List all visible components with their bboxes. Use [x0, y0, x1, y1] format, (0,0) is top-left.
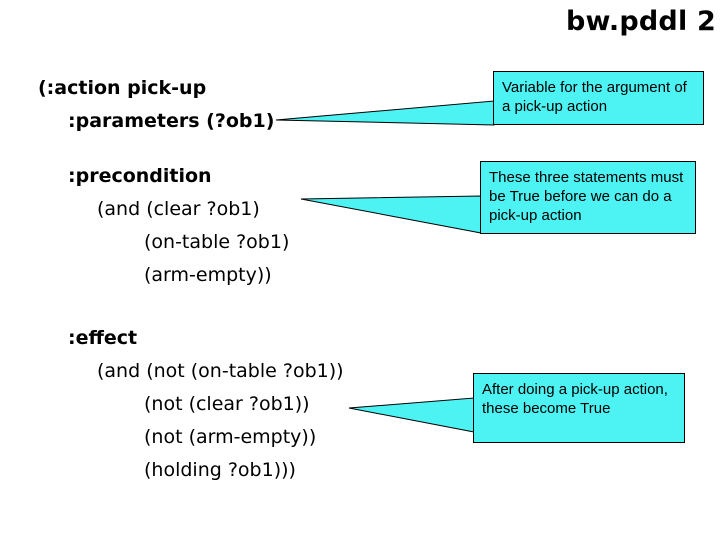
callout-precondition: These three statements must be True befo…	[480, 161, 696, 234]
code-line-precondition-on-table: (on-table ?ob1)	[144, 231, 290, 253]
callout-precondition-text: These three statements must be True befo…	[489, 169, 684, 224]
code-line-precondition: :precondition	[68, 165, 212, 187]
callout-effect: After doing a pick-up action, these beco…	[473, 373, 685, 443]
callout-effect-text: After doing a pick-up action, these beco…	[482, 381, 668, 417]
code-line-effect-not-arm-empty: (not (arm-empty))	[144, 426, 317, 448]
code-line-effect: :effect	[68, 327, 138, 349]
page-title: bw.pddl 2	[565, 6, 716, 37]
code-line-precondition-arm-empty: (arm-empty))	[144, 264, 272, 286]
code-line-precondition-and-clear: (and (clear ?ob1)	[97, 198, 260, 220]
code-line-effect-holding: (holding ?ob1)))	[144, 459, 296, 481]
code-line-effect-not-clear: (not (clear ?ob1))	[144, 393, 310, 415]
callout-parameters-text: Variable for the argument of a pick-up a…	[502, 79, 687, 115]
code-line-effect-and-not-on-table: (and (not (on-table ?ob1))	[97, 360, 344, 382]
callout-parameters: Variable for the argument of a pick-up a…	[493, 71, 704, 125]
code-line-parameters: :parameters (?ob1)	[68, 110, 275, 132]
code-line-action: (:action pick-up	[38, 77, 207, 99]
pddl-code-block: (:action pick-up :parameters (?ob1) :pre…	[0, 72, 420, 487]
